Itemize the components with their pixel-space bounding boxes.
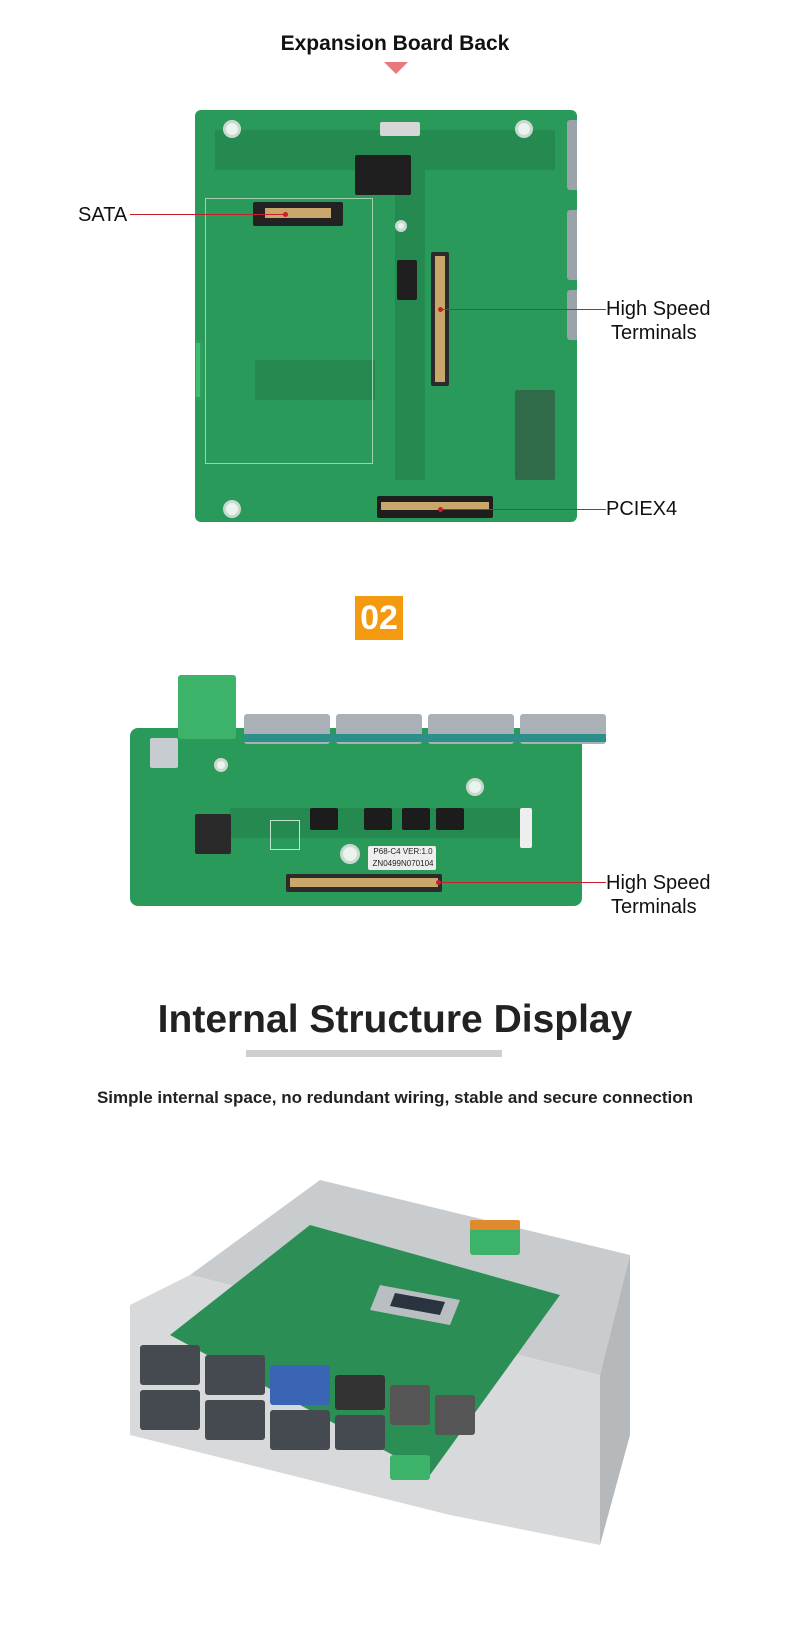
expansion-board-image	[195, 110, 577, 522]
callout-label-high-speed-1-line1: High Speed	[606, 298, 711, 320]
green-terminal-block	[178, 675, 236, 739]
callout-line-sata	[130, 214, 285, 215]
callout-dot-sata	[283, 212, 288, 217]
callout-label-pciex4: PCIEX4	[606, 498, 678, 520]
callout-label-sata: SATA	[78, 204, 128, 226]
callout-label-high-speed-2-line2: Terminals	[611, 896, 697, 918]
callout-line-high-speed-2	[438, 882, 606, 883]
section-title-internal-structure: Internal Structure Display	[157, 998, 633, 1041]
chassis-svg	[130, 1180, 630, 1545]
section-title-expansion-board: Expansion Board Back	[280, 32, 510, 55]
callout-dot-high-speed-2	[436, 880, 441, 885]
callout-label-high-speed-1-line2: Terminals	[611, 322, 697, 344]
callout-dot-pciex4	[438, 507, 443, 512]
callout-dot-high-speed-1	[438, 307, 443, 312]
db9-base-strip	[244, 734, 606, 742]
callout-label-high-speed-2-line1: High Speed	[606, 872, 711, 894]
io-board-image: P68-C4 VER:1.0 ZN0499N070104	[130, 728, 582, 906]
chassis-image	[130, 1175, 630, 1545]
down-triangle-icon	[384, 62, 408, 74]
board-label-serial: ZN0499N070104	[372, 859, 434, 868]
title-underline	[246, 1050, 502, 1057]
section-subtitle: Simple internal space, no redundant wiri…	[96, 1088, 694, 1107]
board-label-version: P68-C4 VER:1.0	[373, 847, 433, 856]
callout-line-high-speed-1	[440, 309, 606, 310]
section-badge-02: 02	[355, 596, 403, 640]
callout-line-pciex4	[440, 509, 606, 510]
